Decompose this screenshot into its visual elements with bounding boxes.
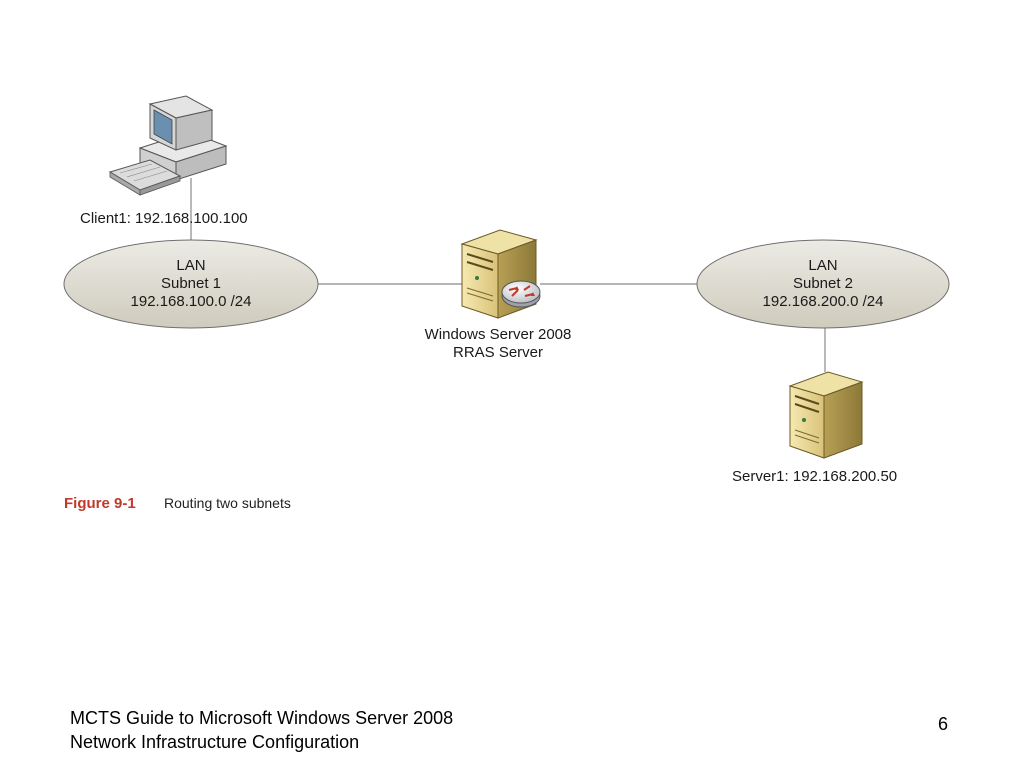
footer-line-1: MCTS Guide to Microsoft Windows Server 2…: [70, 708, 454, 728]
server-tower-icon: [788, 371, 864, 459]
subnet1-lan-label: LAN: [176, 257, 205, 274]
subnet2-address-label: 192.168.200.0 /24: [763, 293, 884, 310]
server1-label: Server1: 192.168.200.50: [732, 468, 897, 485]
subnet1-name-label: Subnet 1: [161, 275, 221, 292]
router-server-icon: [460, 229, 541, 319]
subnet1-ellipse: [63, 239, 319, 329]
desktop-computer-icon: [108, 95, 228, 196]
slide-footer: MCTS Guide to Microsoft Windows Server 2…: [70, 706, 453, 754]
subnet2-lan-label: LAN: [808, 257, 837, 274]
subnet1-address-label: 192.168.100.0 /24: [131, 293, 252, 310]
router-name-label: Windows Server 2008: [425, 326, 572, 343]
router-role-label: RRAS Server: [453, 344, 543, 361]
subnet2-ellipse: [696, 239, 950, 329]
subnet2-name-label: Subnet 2: [793, 275, 853, 292]
figure-number: Figure 9-1: [64, 495, 136, 512]
page-number: 6: [938, 714, 949, 734]
figure-caption: Routing two subnets: [164, 495, 291, 511]
client-label: Client1: 192.168.100.100: [80, 210, 248, 227]
footer-line-2: Network Infrastructure Configuration: [70, 732, 360, 752]
